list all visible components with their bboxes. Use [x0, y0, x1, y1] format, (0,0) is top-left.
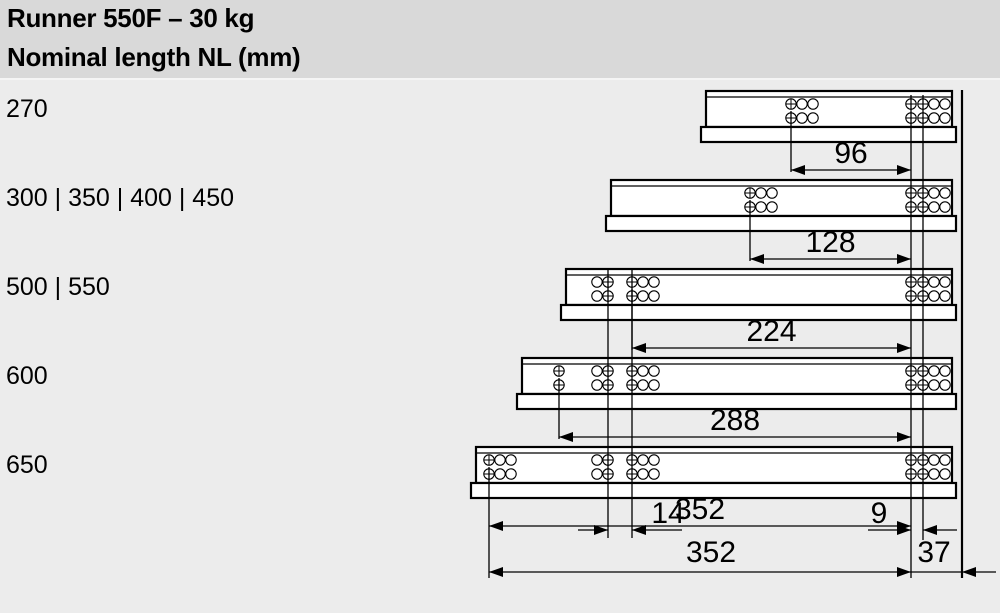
arrow-left-icon [489, 567, 503, 577]
dimension-label-14: 14 [651, 497, 684, 530]
runner-base-plate [699, 125, 958, 144]
hole-circle-icon [755, 187, 767, 199]
arrow-right-icon [594, 525, 608, 535]
runner-base-plate [604, 214, 958, 233]
hole-circle-icon [939, 454, 951, 466]
hole-circle-icon [766, 201, 778, 213]
hole-circle-icon [928, 276, 940, 288]
hole-circle-icon [928, 468, 940, 480]
hole-circle-icon [648, 290, 660, 302]
hole-circle-icon [939, 290, 951, 302]
hole-circle-icon [928, 365, 940, 377]
hole-circle-icon [928, 454, 940, 466]
hole-circle-icon [766, 187, 778, 199]
hole-circle-icon [755, 201, 767, 213]
hole-circle-icon [939, 201, 951, 213]
runner-base-plate [559, 303, 958, 322]
arrow-left-icon [632, 343, 646, 353]
hole-circle-icon [494, 468, 506, 480]
hole-circle-icon [648, 468, 660, 480]
runner-base-plate [469, 481, 958, 500]
dimension-label-37: 37 [917, 536, 950, 569]
arrow-right-icon [897, 343, 911, 353]
row-label-300-450: 300 | 350 | 400 | 450 [6, 184, 235, 212]
arrow-left-icon [632, 525, 646, 535]
hole-circle-icon [939, 365, 951, 377]
dimension-label: 288 [710, 404, 760, 437]
dimension-label: 352 [675, 493, 725, 526]
hole-circle-icon [494, 454, 506, 466]
dimension-label: 96 [834, 137, 867, 170]
hole-circle-icon [648, 379, 660, 391]
hole-circle-icon [928, 290, 940, 302]
hole-circle-icon [939, 276, 951, 288]
hole-circle-icon [591, 365, 603, 377]
hole-circle-icon [928, 379, 940, 391]
hole-circle-icon [939, 98, 951, 110]
diagram-subtitle: Nominal length NL (mm) [7, 42, 301, 72]
hole-circle-icon [939, 379, 951, 391]
dimension-label-352: 352 [686, 536, 736, 569]
arrow-left-icon [750, 254, 764, 264]
hole-circle-icon [939, 187, 951, 199]
arrow-right-icon [897, 165, 911, 175]
hole-circle-icon [928, 187, 940, 199]
hole-circle-icon [591, 290, 603, 302]
arrow-left-icon [489, 521, 503, 531]
hole-circle-icon [637, 468, 649, 480]
dimension-label: 224 [746, 315, 796, 348]
hole-circle-icon [928, 201, 940, 213]
arrow-left-icon [559, 432, 573, 442]
hole-circle-icon [796, 112, 808, 124]
hole-circle-icon [939, 468, 951, 480]
hole-circle-icon [648, 365, 660, 377]
hole-circle-icon [591, 468, 603, 480]
hole-circle-icon [928, 112, 940, 124]
hole-circle-icon [637, 379, 649, 391]
header-divider [0, 78, 1000, 80]
arrow-right-icon [897, 525, 911, 535]
row-label-500-550: 500 | 550 [6, 273, 110, 301]
arrow-left-icon [791, 165, 805, 175]
dimension-label-9: 9 [871, 497, 888, 530]
row-label-650: 650 [6, 451, 48, 479]
dimension-label: 128 [805, 226, 855, 259]
arrow-right-icon [897, 254, 911, 264]
row-label-270: 270 [6, 95, 48, 123]
hole-circle-icon [648, 276, 660, 288]
hole-circle-icon [796, 98, 808, 110]
hole-circle-icon [505, 454, 517, 466]
hole-circle-icon [591, 454, 603, 466]
hole-circle-icon [807, 112, 819, 124]
arrow-left-icon [923, 525, 937, 535]
hole-circle-icon [505, 468, 517, 480]
hole-circle-icon [807, 98, 819, 110]
hole-circle-icon [591, 276, 603, 288]
runner-base-plate [515, 392, 958, 411]
diagram-title: Runner 550F – 30 kg [7, 3, 255, 33]
hole-circle-icon [637, 276, 649, 288]
arrow-right-icon [897, 432, 911, 442]
hole-circle-icon [939, 112, 951, 124]
hole-circle-icon [591, 379, 603, 391]
hole-circle-icon [637, 290, 649, 302]
arrow-right-icon [897, 567, 911, 577]
hole-circle-icon [637, 454, 649, 466]
header: Runner 550F – 30 kg Nominal length NL (m… [0, 0, 1000, 78]
row-label-600: 600 [6, 362, 48, 390]
hole-circle-icon [637, 365, 649, 377]
hole-circle-icon [648, 454, 660, 466]
hole-circle-icon [928, 98, 940, 110]
